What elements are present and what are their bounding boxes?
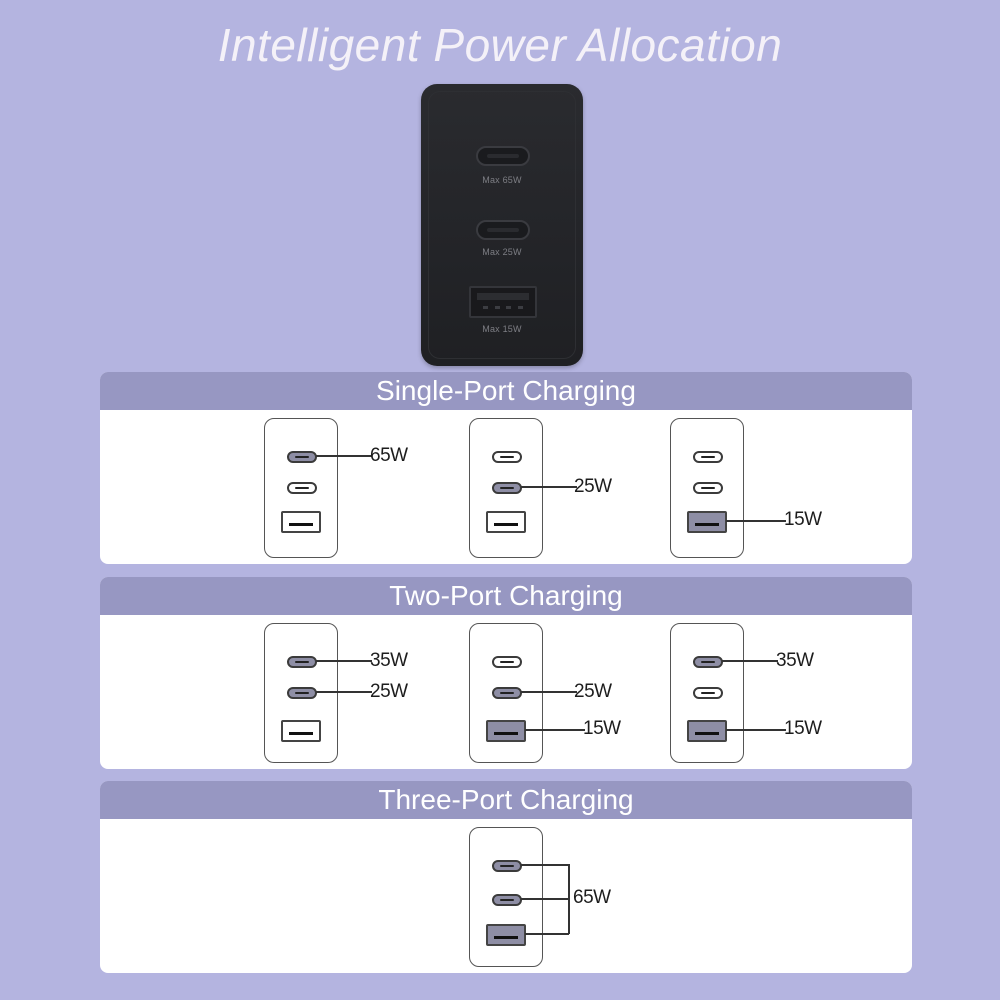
usb-a-port-icon — [486, 511, 526, 533]
wattage-label: 35W — [776, 650, 814, 671]
section-two-port: Two-Port Charging 35W 25W 25W 15W 35W — [100, 577, 912, 769]
wattage-label: 15W — [583, 718, 621, 739]
usb-c-port-icon — [693, 656, 723, 668]
usb-c-port-icon — [287, 687, 317, 699]
usb-c-port-icon — [287, 451, 317, 463]
page-title: Intelligent Power Allocation — [217, 19, 783, 71]
usb-c-port-icon — [492, 451, 522, 463]
usb-a-port-icon — [687, 511, 727, 533]
usb-c-port-1-icon — [476, 146, 530, 166]
wattage-label: 65W — [370, 445, 408, 466]
port-diagram: 25W 15W — [469, 623, 669, 769]
wattage-label: 25W — [574, 681, 612, 702]
section-title: Single-Port Charging — [100, 372, 912, 410]
charger-image: Max 65W Max 25W Max 15W — [421, 84, 583, 366]
port-diagram: 65W — [264, 418, 464, 564]
port-diagram: 35W 15W — [670, 623, 870, 769]
usb-c-port-icon — [693, 482, 723, 494]
port-diagram: 15W — [670, 418, 870, 564]
section-title: Three-Port Charging — [100, 781, 912, 819]
section-single-port: Single-Port Charging 65W 25W 15W — [100, 372, 912, 564]
section-title: Two-Port Charging — [100, 577, 912, 615]
usb-c-port-icon — [492, 894, 522, 906]
usb-c-port-icon — [287, 482, 317, 494]
wattage-label: 25W — [574, 476, 612, 497]
usb-c-port-2-icon — [476, 220, 530, 240]
usb-c-port-icon — [492, 860, 522, 872]
usb-a-port-icon — [469, 286, 537, 318]
wattage-label: 65W — [573, 887, 611, 908]
charger-outline-icon — [264, 623, 338, 763]
port-diagram: 25W — [469, 418, 669, 564]
usb-c-port-icon — [492, 687, 522, 699]
port-diagram: 35W 25W — [264, 623, 464, 769]
charger-outline-icon — [670, 623, 744, 763]
charger-outline-icon — [469, 418, 543, 558]
charger-outline-icon — [670, 418, 744, 558]
port-label: Max 25W — [482, 247, 522, 257]
usb-c-port-icon — [693, 687, 723, 699]
port-label: Max 15W — [482, 324, 522, 334]
usb-a-port-icon — [281, 511, 321, 533]
usb-a-port-icon — [281, 720, 321, 742]
wattage-label: 15W — [784, 509, 822, 530]
usb-a-port-icon — [486, 924, 526, 946]
charger-outline-icon — [469, 827, 543, 967]
usb-c-port-icon — [492, 482, 522, 494]
usb-c-port-icon — [492, 656, 522, 668]
wattage-label: 25W — [370, 681, 408, 702]
usb-a-port-icon — [687, 720, 727, 742]
charger-outline-icon — [469, 623, 543, 763]
port-label: Max 65W — [482, 175, 522, 185]
port-diagram: 65W — [469, 827, 669, 973]
usb-c-port-icon — [287, 656, 317, 668]
section-three-port: Three-Port Charging 65W — [100, 781, 912, 973]
usb-a-port-icon — [486, 720, 526, 742]
usb-c-port-icon — [693, 451, 723, 463]
charger-outline-icon — [264, 418, 338, 558]
wattage-label: 15W — [784, 718, 822, 739]
wattage-label: 35W — [370, 650, 408, 671]
